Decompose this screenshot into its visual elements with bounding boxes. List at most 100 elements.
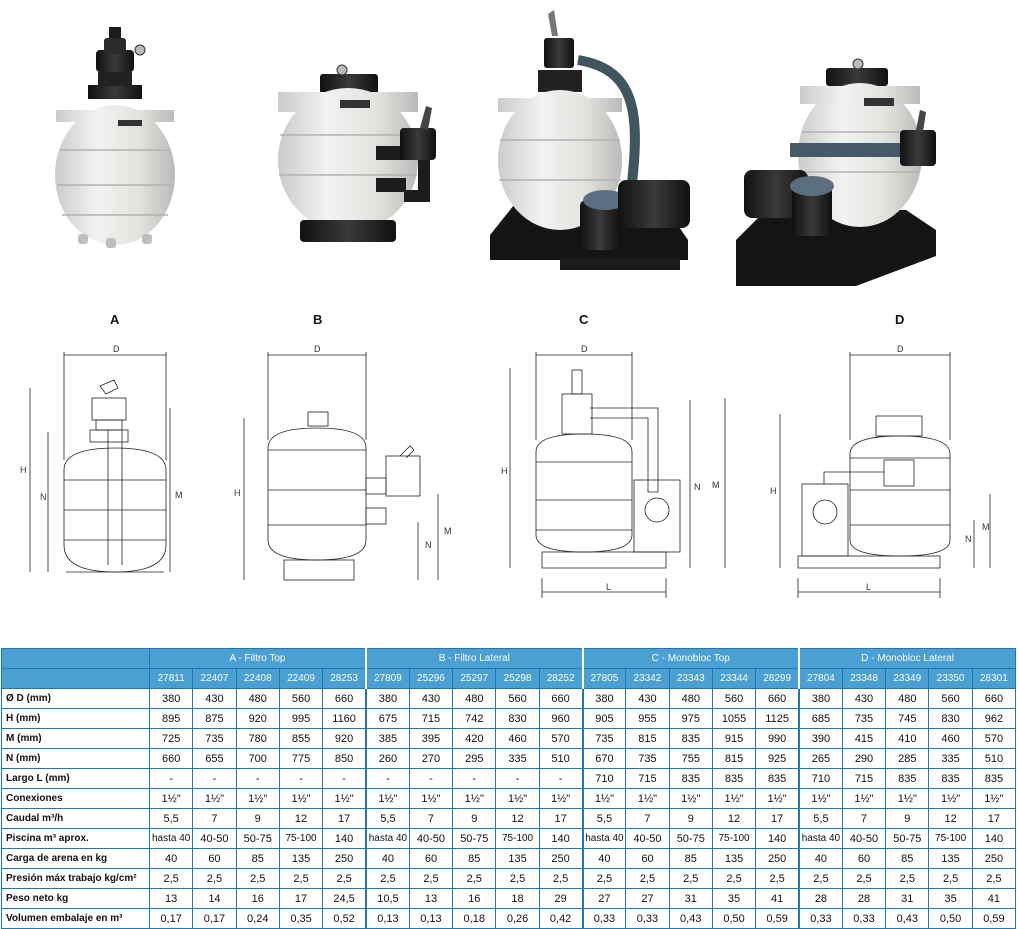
table-cell: 5,5: [798, 808, 843, 829]
table-cell: 1½": [322, 788, 367, 809]
table-cell: 850: [322, 748, 367, 769]
table-cell: 250: [538, 848, 584, 869]
table-cell: 560: [278, 688, 324, 709]
table-cell: 0,50: [928, 908, 973, 929]
table-cell: 16: [452, 888, 497, 909]
table-cell: 2,5: [755, 868, 800, 889]
table-cell: 60: [625, 848, 670, 869]
dim-label-b-n: N: [425, 540, 432, 550]
table-cell: 380: [148, 688, 194, 709]
table-cell: -: [192, 768, 237, 789]
table-cell: 0,33: [841, 908, 887, 929]
table-cell: 995: [278, 708, 324, 729]
table-cell: hasta 40: [365, 828, 410, 849]
table-cell: 31: [885, 888, 930, 909]
table-cell: 990: [755, 728, 800, 749]
table-cell: 28: [841, 888, 887, 909]
table-cell: 1160: [322, 708, 367, 729]
table-cell: -: [235, 768, 280, 789]
table-cell: 1½": [538, 788, 584, 809]
table-cell: 0,24: [235, 908, 280, 929]
table-cell: 915: [711, 728, 757, 749]
table-cell: -: [495, 768, 540, 789]
table-cell: 0,33: [581, 908, 627, 929]
table-cell: 2,5: [192, 868, 237, 889]
table-cell: 725: [148, 728, 194, 749]
table-cell: 380: [365, 688, 410, 709]
table-cell: -: [452, 768, 497, 789]
table-cell: 560: [495, 688, 540, 709]
row-label: Largo L (mm): [1, 768, 150, 789]
dim-label-d-d: D: [897, 344, 904, 354]
table-cell: 2,5: [408, 868, 454, 889]
table-cell: 920: [322, 728, 367, 749]
table-cell: 0,43: [885, 908, 930, 929]
table-cell: 510: [971, 748, 1017, 769]
table-cell: 830: [495, 708, 540, 729]
table-cell: 17: [971, 808, 1017, 829]
table-cell: 430: [408, 688, 454, 709]
dim-label-d-l: L: [866, 582, 871, 592]
row-label: M (mm): [1, 728, 150, 749]
row-label: Ø D (mm): [1, 688, 150, 709]
table-cell: 0,13: [408, 908, 454, 929]
table-cell: 335: [928, 748, 973, 769]
table-cell: 9: [235, 808, 280, 829]
table-cell: 955: [625, 708, 670, 729]
table-cell: 380: [798, 688, 843, 709]
table-cell: 1½": [971, 788, 1017, 809]
table-cell: -: [408, 768, 454, 789]
table-cell: 925: [755, 748, 800, 769]
table-cell: -: [148, 768, 194, 789]
table-cell: 480: [668, 688, 713, 709]
table-cell: 250: [971, 848, 1017, 869]
table-cell: 2,5: [971, 868, 1017, 889]
specifications-table: A - Filtro Top B - Filtro Lateral C - Mo…: [1, 648, 1017, 929]
table-cell: 50-75: [885, 828, 930, 849]
table-cell: 2,5: [711, 868, 757, 889]
table-cell: 0,59: [971, 908, 1017, 929]
table-cell: 735: [192, 728, 237, 749]
table-cell: 1½": [192, 788, 237, 809]
row-label: Peso neto kg: [1, 888, 150, 909]
dim-label-c-l: L: [606, 582, 611, 592]
table-cell: 75-100: [711, 828, 757, 849]
technical-drawings: D H N M D H M N D H N M L D H N M L: [20, 344, 991, 598]
group-header-a: A - Filtro Top: [149, 648, 367, 669]
table-cell: 2,5: [581, 868, 627, 889]
table-cell: 12: [711, 808, 757, 829]
row-label: Conexiones: [1, 788, 150, 809]
table-cell: 430: [625, 688, 670, 709]
table-cell: 40-50: [841, 828, 887, 849]
product-code: 28299: [755, 668, 800, 689]
dim-label-b-h: H: [234, 488, 241, 498]
table-cell: 75-100: [928, 828, 973, 849]
table-cell: 295: [452, 748, 497, 769]
table-cell: 1½": [668, 788, 713, 809]
table-cell: 0,26: [495, 908, 540, 929]
row-label: Carga de arena en kg: [1, 848, 150, 869]
table-cell: 660: [755, 688, 800, 709]
table-cell: 40-50: [408, 828, 454, 849]
table-cell: 2,5: [365, 868, 410, 889]
table-cell: 0,43: [668, 908, 713, 929]
table-cell: 5,5: [148, 808, 194, 829]
product-code: 27809: [365, 668, 410, 689]
model-letter-d: D: [895, 312, 905, 327]
table-cell: 0,59: [755, 908, 800, 929]
table-cell: 480: [885, 688, 930, 709]
dim-label-c-h: H: [501, 466, 508, 476]
table-cell: 140: [322, 828, 367, 849]
table-cell: 390: [798, 728, 843, 749]
table-cell: 920: [235, 708, 280, 729]
table-cell: 60: [841, 848, 887, 869]
table-cell: 0,33: [798, 908, 843, 929]
table-cell: 17: [322, 808, 367, 829]
table-cell: 830: [928, 708, 973, 729]
table-cell: 290: [841, 748, 887, 769]
table-cell: 875: [192, 708, 237, 729]
table-cell: 660: [538, 688, 584, 709]
product-code: 23349: [885, 668, 930, 689]
table-cell: 815: [625, 728, 670, 749]
